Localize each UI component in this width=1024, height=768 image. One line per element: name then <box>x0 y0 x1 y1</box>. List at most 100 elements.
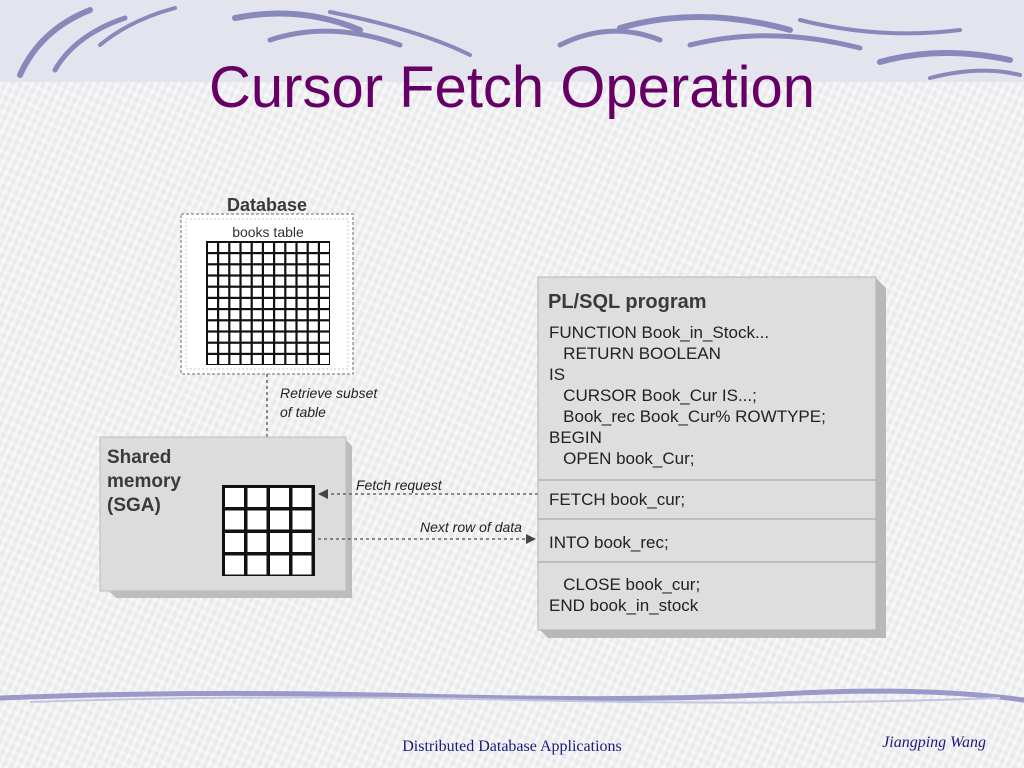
grid-cell <box>208 332 217 342</box>
grid-cell <box>286 254 296 264</box>
code-line-10: CLOSE book_cur; <box>549 575 700 594</box>
grid-cell <box>286 343 296 353</box>
grid-cell <box>297 343 307 353</box>
grid-cell <box>297 287 307 297</box>
grid-cell <box>252 299 262 308</box>
grid-cell <box>252 265 262 275</box>
grid-cell <box>230 321 240 331</box>
grid-cell <box>297 321 307 331</box>
grid-cell <box>230 287 240 297</box>
grid-cell <box>292 510 312 530</box>
grid-cell <box>308 265 318 275</box>
grid-cell <box>275 243 285 252</box>
grid-cell <box>208 254 217 264</box>
grid-cell <box>297 254 307 264</box>
decorative-swirls <box>17 6 1022 80</box>
grid-cell <box>264 321 273 331</box>
grid-cell <box>264 355 273 364</box>
books-table-label: books table <box>232 224 304 240</box>
grid-cell <box>252 254 262 264</box>
grid-cell <box>219 343 229 353</box>
grid-cell <box>297 299 307 308</box>
grid-cell <box>286 321 296 331</box>
grid-cell <box>308 310 318 320</box>
grid-cell <box>275 276 285 286</box>
retrieve-label-1: Retrieve subset <box>280 385 378 401</box>
grid-cell <box>230 343 240 353</box>
grid-cell <box>320 355 329 364</box>
grid-cell <box>208 343 217 353</box>
fetch-request-label: Fetch request <box>356 477 443 493</box>
grid-cell <box>275 287 285 297</box>
grid-cell <box>241 276 251 286</box>
grid-cell <box>219 332 229 342</box>
grid-cell <box>219 299 229 308</box>
grid-cell <box>241 343 251 353</box>
grid-cell <box>297 243 307 252</box>
grid-cell <box>264 265 273 275</box>
grid-cell <box>208 287 217 297</box>
grid-cell <box>308 343 318 353</box>
grid-cell <box>270 488 289 507</box>
footer-author: Jiangping Wang <box>882 734 986 751</box>
grid-cell <box>247 488 267 507</box>
plsql-program-box <box>537 276 877 631</box>
grid-cell <box>286 265 296 275</box>
grid-cell <box>225 510 244 530</box>
grid-cell <box>275 355 285 364</box>
grid-cell <box>230 243 240 252</box>
code-line-5: Book_rec Book_Cur% ROWTYPE; <box>549 407 826 426</box>
grid-cell <box>308 299 318 308</box>
next-row-label: Next row of data <box>420 519 522 535</box>
grid-cell <box>241 254 251 264</box>
grid-cell <box>320 265 329 275</box>
grid-cell <box>252 343 262 353</box>
grid-cell <box>297 265 307 275</box>
grid-cell <box>308 332 318 342</box>
grid-cell <box>230 276 240 286</box>
grid-cell <box>230 254 240 264</box>
grid-cell <box>252 276 262 286</box>
grid-cell <box>270 555 289 575</box>
grid-cell <box>297 355 307 364</box>
grid-cell <box>264 254 273 264</box>
grid-cell <box>264 343 273 353</box>
grid-cell <box>320 254 329 264</box>
grid-cell <box>225 488 244 507</box>
grid-cell <box>241 332 251 342</box>
grid-cell <box>225 533 244 552</box>
grid-cell <box>270 510 289 530</box>
grid-cell <box>208 355 217 364</box>
grid-cell <box>219 321 229 331</box>
grid-cell <box>252 321 262 331</box>
grid-cell <box>225 555 244 575</box>
footer-course: Distributed Database Applications <box>402 738 622 755</box>
code-line-3: IS <box>549 365 565 384</box>
grid-cell <box>264 310 273 320</box>
grid-cell <box>230 265 240 275</box>
sga-label-1: Shared <box>107 447 171 468</box>
grid-cell <box>252 355 262 364</box>
grid-cell <box>308 243 318 252</box>
sga-label-3: (SGA) <box>107 495 161 516</box>
grid-cell <box>320 243 329 252</box>
grid-cell <box>308 321 318 331</box>
grid-cell <box>247 533 267 552</box>
grid-cell <box>286 332 296 342</box>
grid-cell <box>292 488 312 507</box>
code-line-1: FUNCTION Book_in_Stock... <box>549 323 769 342</box>
grid-cell <box>241 287 251 297</box>
code-line-11: END book_in_stock <box>549 596 699 615</box>
grid-cell <box>286 299 296 308</box>
code-line-9: INTO book_rec; <box>549 533 669 552</box>
code-line-7: OPEN book_Cur; <box>549 449 695 468</box>
grid-cell <box>208 310 217 320</box>
grid-cell <box>264 299 273 308</box>
grid-cell <box>275 343 285 353</box>
grid-cell <box>219 287 229 297</box>
grid-cell <box>241 321 251 331</box>
grid-cell <box>320 332 329 342</box>
grid-cell <box>308 287 318 297</box>
grid-cell <box>297 310 307 320</box>
grid-cell <box>264 243 273 252</box>
